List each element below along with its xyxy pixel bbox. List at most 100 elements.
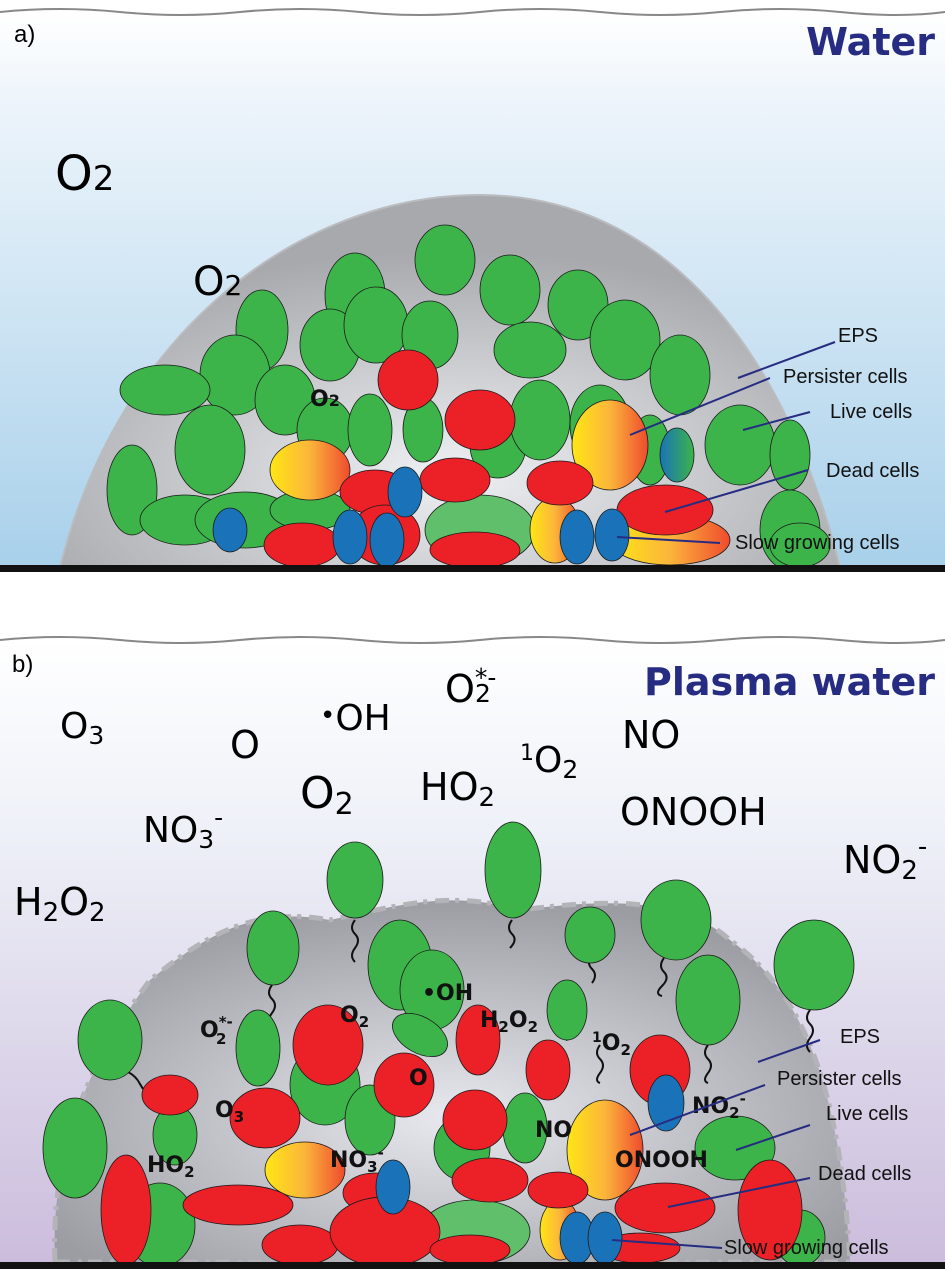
legend-eps: EPS [838,325,878,347]
dead-cell [377,349,439,411]
dead-cell [616,484,714,536]
leader-persister [629,1084,766,1136]
live-cell [119,364,211,416]
onooh-label: ONOOH [620,790,767,834]
live-cell [77,999,143,1081]
slow-growing-cell [332,509,368,565]
legend-dead: Dead cells [826,460,919,482]
inner-singlet-oxygen-label: 1O2 [592,1030,631,1059]
leader-persister [629,377,771,436]
live-cell [704,404,776,486]
dead-cell [444,389,516,451]
nitrite-label: NO2- [843,832,927,886]
inner-no2-label: NO2- [692,1090,746,1122]
live-cell [546,979,588,1041]
eps-matrix-eroded [52,897,853,1265]
dead-cell [229,1087,301,1149]
superoxide-sub: 2 [475,679,491,708]
legend-b [611,1039,821,1249]
panel-letter-a: a) [14,21,35,48]
planktonic-cell [564,906,616,964]
substrate [0,565,945,572]
panel-a: a) Water O2 O2 O2 EPS Persister cells Li… [0,8,945,572]
dead-cell [526,460,594,506]
inner-onooh-label: ONOOH [615,1148,708,1173]
dead-cell [527,1171,589,1209]
planktonic-cell [326,841,384,919]
slow-growing-cell [387,466,423,518]
dead-cell [373,1052,435,1118]
legend-live: Live cells [826,1103,908,1125]
slow-growing-cell [369,512,405,568]
water-surface [0,636,945,644]
dead-cell [419,457,491,503]
dead-cell [455,1004,501,1076]
inner-no3-label: NO3- [330,1144,384,1176]
live-cell [509,379,571,461]
substrate [0,1262,945,1269]
legend-persister: Persister cells [777,1068,901,1090]
legend-persister: Persister cells [783,366,907,388]
o2-label-large: O2 [55,146,114,202]
leader-eps [737,341,836,379]
inner-o3-label: O3 [215,1098,244,1126]
planktonic-cell [246,910,300,986]
planktonic-cell [640,879,712,961]
slow-growing-cell [212,507,248,553]
nitrate-label: NO3- [143,803,223,854]
flagellum [704,1044,712,1084]
live-cell [235,1009,281,1087]
dead-cell [614,1182,716,1234]
flagellum [351,919,359,963]
o-label: O [230,723,260,767]
persister-cell [571,399,649,491]
inner-h2o2-label: H2O2 [480,1008,538,1036]
water-surface [0,8,945,16]
inner-o-label: O [409,1066,428,1091]
leader-dead [664,469,809,513]
o2-label-small: O2 [310,387,340,412]
slow-growing-cell [594,508,630,562]
cells-b [42,821,855,1268]
transitioning-cell [659,427,695,483]
live-cell [414,224,476,296]
dead-cell [429,531,521,569]
live-cell [675,954,741,1046]
inner-oh-label: •OH [422,981,473,1006]
live-cell [694,1115,776,1181]
superoxide-label: O*- [445,663,496,711]
dead-cell [263,522,341,568]
o2-label-medium: O2 [193,259,242,305]
persister-cell [269,439,351,501]
leader-dead [667,1177,811,1208]
dead-cell [451,1157,529,1203]
legend-dead: Dead cells [818,1163,911,1185]
o2-label: O2 [300,768,354,822]
oh-radical-label: •OH [320,698,391,739]
slow-growing-cell [647,1074,685,1132]
legend-slow: Slow growing cells [735,532,900,554]
slow-growing-cell [587,1211,623,1265]
leader-eps [757,1039,821,1063]
o3-label: O3 [60,706,104,750]
planktonic-cell [484,821,542,919]
legend-a [616,341,836,544]
hydroperoxyl-label: HO2 [420,765,495,813]
leader-slow [611,1239,723,1249]
planktonic-cell [773,919,855,1011]
inner-no-label: NO [535,1118,572,1143]
dead-cell [292,1004,364,1086]
dead-cell [737,1159,803,1261]
hydrogen-peroxide-label: H2O2 [14,880,106,928]
panel-title-plasma-water: Plasma water [644,660,935,704]
live-cell [392,1012,448,1058]
slow-growing-cell [375,1159,411,1215]
dead-cell [525,1039,571,1101]
live-cell [479,254,541,326]
live-cell [174,404,246,496]
dead-cell [261,1224,339,1266]
dead-cell [141,1074,199,1116]
legend-eps: EPS [840,1026,880,1048]
live-cell [589,299,661,381]
